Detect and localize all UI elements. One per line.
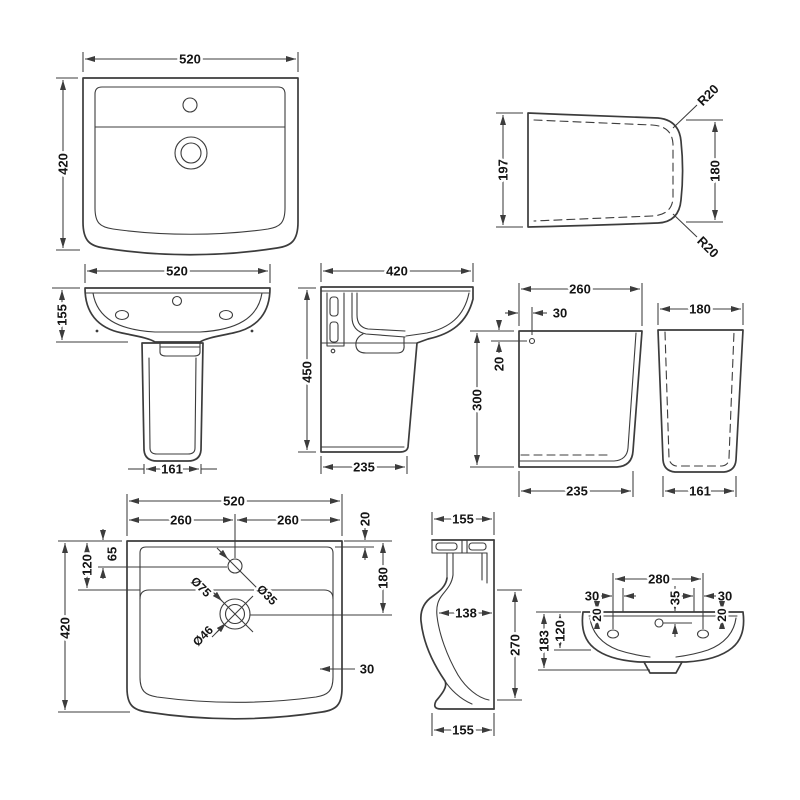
basin-rear-waste-outlet xyxy=(643,661,683,674)
dim-basin-plan-width: 520 xyxy=(179,52,201,67)
basin-front-bowl-line xyxy=(92,292,263,333)
pedestal-front-outline xyxy=(141,342,204,462)
dim-basin-front-height: 155 xyxy=(55,304,70,326)
view-basin-plan: 520 420 xyxy=(53,49,299,256)
dim-plan2-rim-bottom: 30 xyxy=(360,662,374,677)
dim-waste-outer-dia: Ø75 xyxy=(188,574,214,600)
dim-plan2-rim-top: 20 xyxy=(358,512,373,526)
dim-basin-front-width: 520 xyxy=(166,264,188,279)
dim-section-bottom-width: 155 xyxy=(452,723,474,738)
view-basin-front: 520 155 161 xyxy=(52,261,271,479)
waste-trap-front xyxy=(159,341,201,357)
dim-plan2-right-drop: 180 xyxy=(376,567,391,589)
pedestal-front-view-outline xyxy=(657,329,744,473)
rear-tap-hole xyxy=(654,618,664,628)
basin-plan2-bowl-rim xyxy=(139,589,334,600)
dim-rear-tap-drop: 35 xyxy=(668,591,683,605)
overflow-slot-left xyxy=(114,309,130,321)
dim-plan2-deck-120: 120 xyxy=(80,554,95,576)
dim-rear-left-drop: 20 xyxy=(590,608,604,622)
waste-inner xyxy=(180,142,202,164)
dim-plan2-width: 520 xyxy=(223,494,245,509)
dim-waste-dia: Ø46 xyxy=(190,623,216,649)
semi-pedestal-plan-outline xyxy=(527,112,684,228)
dim-rear-left-offset: 30 xyxy=(585,589,599,604)
rear-fixing-hole-right xyxy=(696,629,710,639)
dim-section-top-width: 155 xyxy=(452,512,474,527)
dim-radius-top: R20 xyxy=(694,81,721,108)
dim-semi-pedestal-back-height: 197 xyxy=(496,159,511,181)
pedestal-front-view-hidden xyxy=(664,331,735,467)
side-section-trap xyxy=(355,333,405,354)
dim-pedestal-front-width: 161 xyxy=(161,462,183,477)
rear-fixing-hole-left xyxy=(606,629,620,639)
dim-pedestal-front-bottom: 161 xyxy=(689,484,711,499)
waste-outer-plan2 xyxy=(219,598,251,630)
view-semi-pedestal-section: 155 138 270 155 xyxy=(420,509,525,740)
view-semi-pedestal-front: 180 161 xyxy=(657,299,744,501)
dim-plan2-deck-65: 65 xyxy=(105,547,120,561)
pedestal-side-outline xyxy=(518,330,643,468)
dim-section-inner-width: 138 xyxy=(455,606,477,621)
dim-radius-bottom: R20 xyxy=(694,233,721,260)
dim-plan2-tap-right: 260 xyxy=(277,513,299,528)
dim-rear-fixing-centres: 280 xyxy=(648,572,670,587)
side-section-mounting-plate xyxy=(326,292,345,347)
dim-pedestal-side-top: 260 xyxy=(569,282,591,297)
semi-pedestal-plan-hidden-line xyxy=(533,119,674,222)
pedestal-side-inner-wall xyxy=(519,332,637,462)
dim-section-height: 270 xyxy=(508,634,523,656)
pedestal-front-inner xyxy=(148,357,197,455)
dim-semi-pedestal-front-height: 180 xyxy=(708,160,723,182)
dim-rear-bowl-depth: 120 xyxy=(553,620,568,642)
basin-plan-outline xyxy=(82,77,299,256)
view-basin-plan-dimensions: Ø35 Ø75 Ø46 520 260 260 20 65 120 420 18… xyxy=(55,491,393,720)
basin-plan-inner-rim xyxy=(94,86,286,235)
dim-plan2-depth: 420 xyxy=(58,617,73,639)
dim-rear-overall-depth: 183 xyxy=(537,630,552,652)
dim-rear-right-drop: 20 xyxy=(715,608,729,622)
dim-tap-hole-dia: Ø35 xyxy=(254,582,280,608)
pedestal-side-fixing-hole xyxy=(528,337,536,345)
dim-plan2-tap-left: 260 xyxy=(170,513,192,528)
pedestal-section-inner-wall xyxy=(436,574,490,701)
dim-pedestal-side-hole-drop: 20 xyxy=(492,357,507,371)
view-basin-side-section: 420 450 235 xyxy=(297,261,474,477)
basin-plan2-inner-rim xyxy=(139,546,334,703)
tap-hole-front xyxy=(171,295,183,307)
dim-pedestal-side-height: 300 xyxy=(470,389,485,411)
pedestal-section-front-wall xyxy=(420,577,495,710)
dim-pedestal-front-top: 180 xyxy=(689,302,711,317)
basin-rear-bowl-left xyxy=(589,617,651,658)
dim-side-depth: 420 xyxy=(386,264,408,279)
side-section-bowl-inner xyxy=(405,292,470,337)
waste-inner-plan2 xyxy=(224,603,246,625)
overflow-slot-right xyxy=(218,309,234,321)
view-basin-rear: 280 30 30 35 20 20 120 183 xyxy=(534,569,745,674)
view-semi-pedestal-side: 260 30 20 300 235 xyxy=(467,279,643,501)
view-semi-pedestal-plan: 197 180 R20 R20 xyxy=(493,79,725,263)
tap-hole xyxy=(182,97,198,113)
dim-rear-right-offset: 30 xyxy=(718,589,732,604)
dim-side-pedestal-depth: 235 xyxy=(353,460,375,475)
dim-basin-plan-depth: 420 xyxy=(56,153,71,175)
waste-outer xyxy=(174,136,208,170)
dim-side-height: 450 xyxy=(300,361,315,383)
dim-pedestal-side-bottom: 235 xyxy=(566,484,588,499)
dim-pedestal-side-hole-inset: 30 xyxy=(553,306,567,321)
basin-rear-bowl-right xyxy=(675,617,737,658)
side-section-back-wall xyxy=(351,292,406,338)
basin-rear-outline xyxy=(581,611,745,663)
side-section-outline xyxy=(320,286,474,453)
basin-plan2-outline xyxy=(126,540,343,720)
tap-hole-plan2 xyxy=(227,558,243,574)
